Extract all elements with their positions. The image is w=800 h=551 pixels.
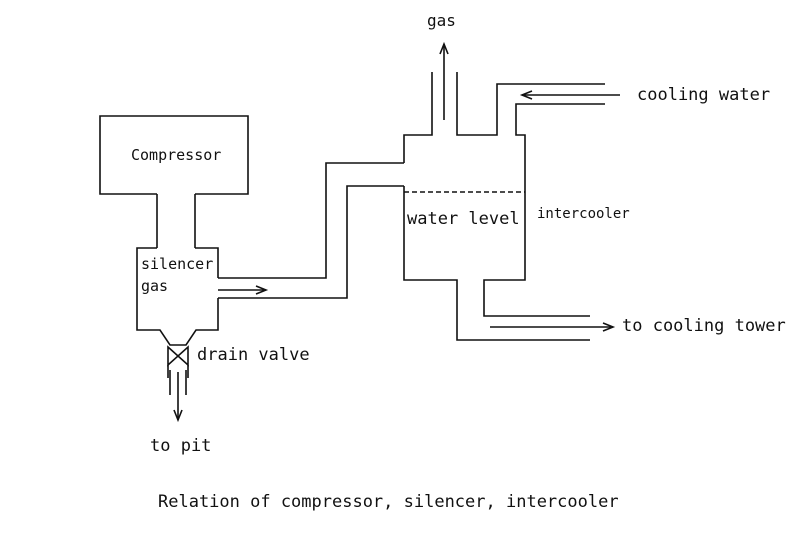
- cooling-water-arrowhead: [519, 90, 533, 100]
- compressor-label: Compressor: [131, 146, 222, 164]
- silencer-gas-label: gas: [141, 277, 169, 295]
- intercooler-bottom-left: [403, 186, 590, 341]
- cooling-tower-arrowhead: [602, 322, 616, 332]
- silencer-top-right: [195, 247, 219, 278]
- intercooler-top-right: [483, 103, 605, 317]
- water-level-label: water level: [407, 209, 520, 229]
- outlet-pipe-upper: [218, 162, 404, 279]
- cooling-water-label: cooling water: [637, 85, 771, 105]
- drain-arrowhead: [173, 409, 183, 423]
- intercooler-label: intercooler: [537, 206, 630, 222]
- silencer-label: silencer: [141, 255, 214, 273]
- drain-valve-label: drain valve: [197, 345, 310, 365]
- drain-valve-symbol: [167, 345, 189, 367]
- silencer-gas-arrowhead: [255, 285, 269, 295]
- gas-outlet-label: gas: [427, 11, 456, 30]
- intercooler-vessel: [403, 72, 605, 163]
- gas-outlet-arrowhead: [439, 41, 449, 55]
- diagram-caption: Relation of compressor, silencer, interc…: [158, 492, 619, 512]
- to-cooling-tower-label: to cooling tower: [622, 316, 786, 336]
- compressor-box: [99, 115, 249, 195]
- outlet-pipe-lower: [218, 185, 404, 299]
- to-pit-label: to pit: [150, 436, 212, 456]
- silencer-body: [136, 247, 219, 346]
